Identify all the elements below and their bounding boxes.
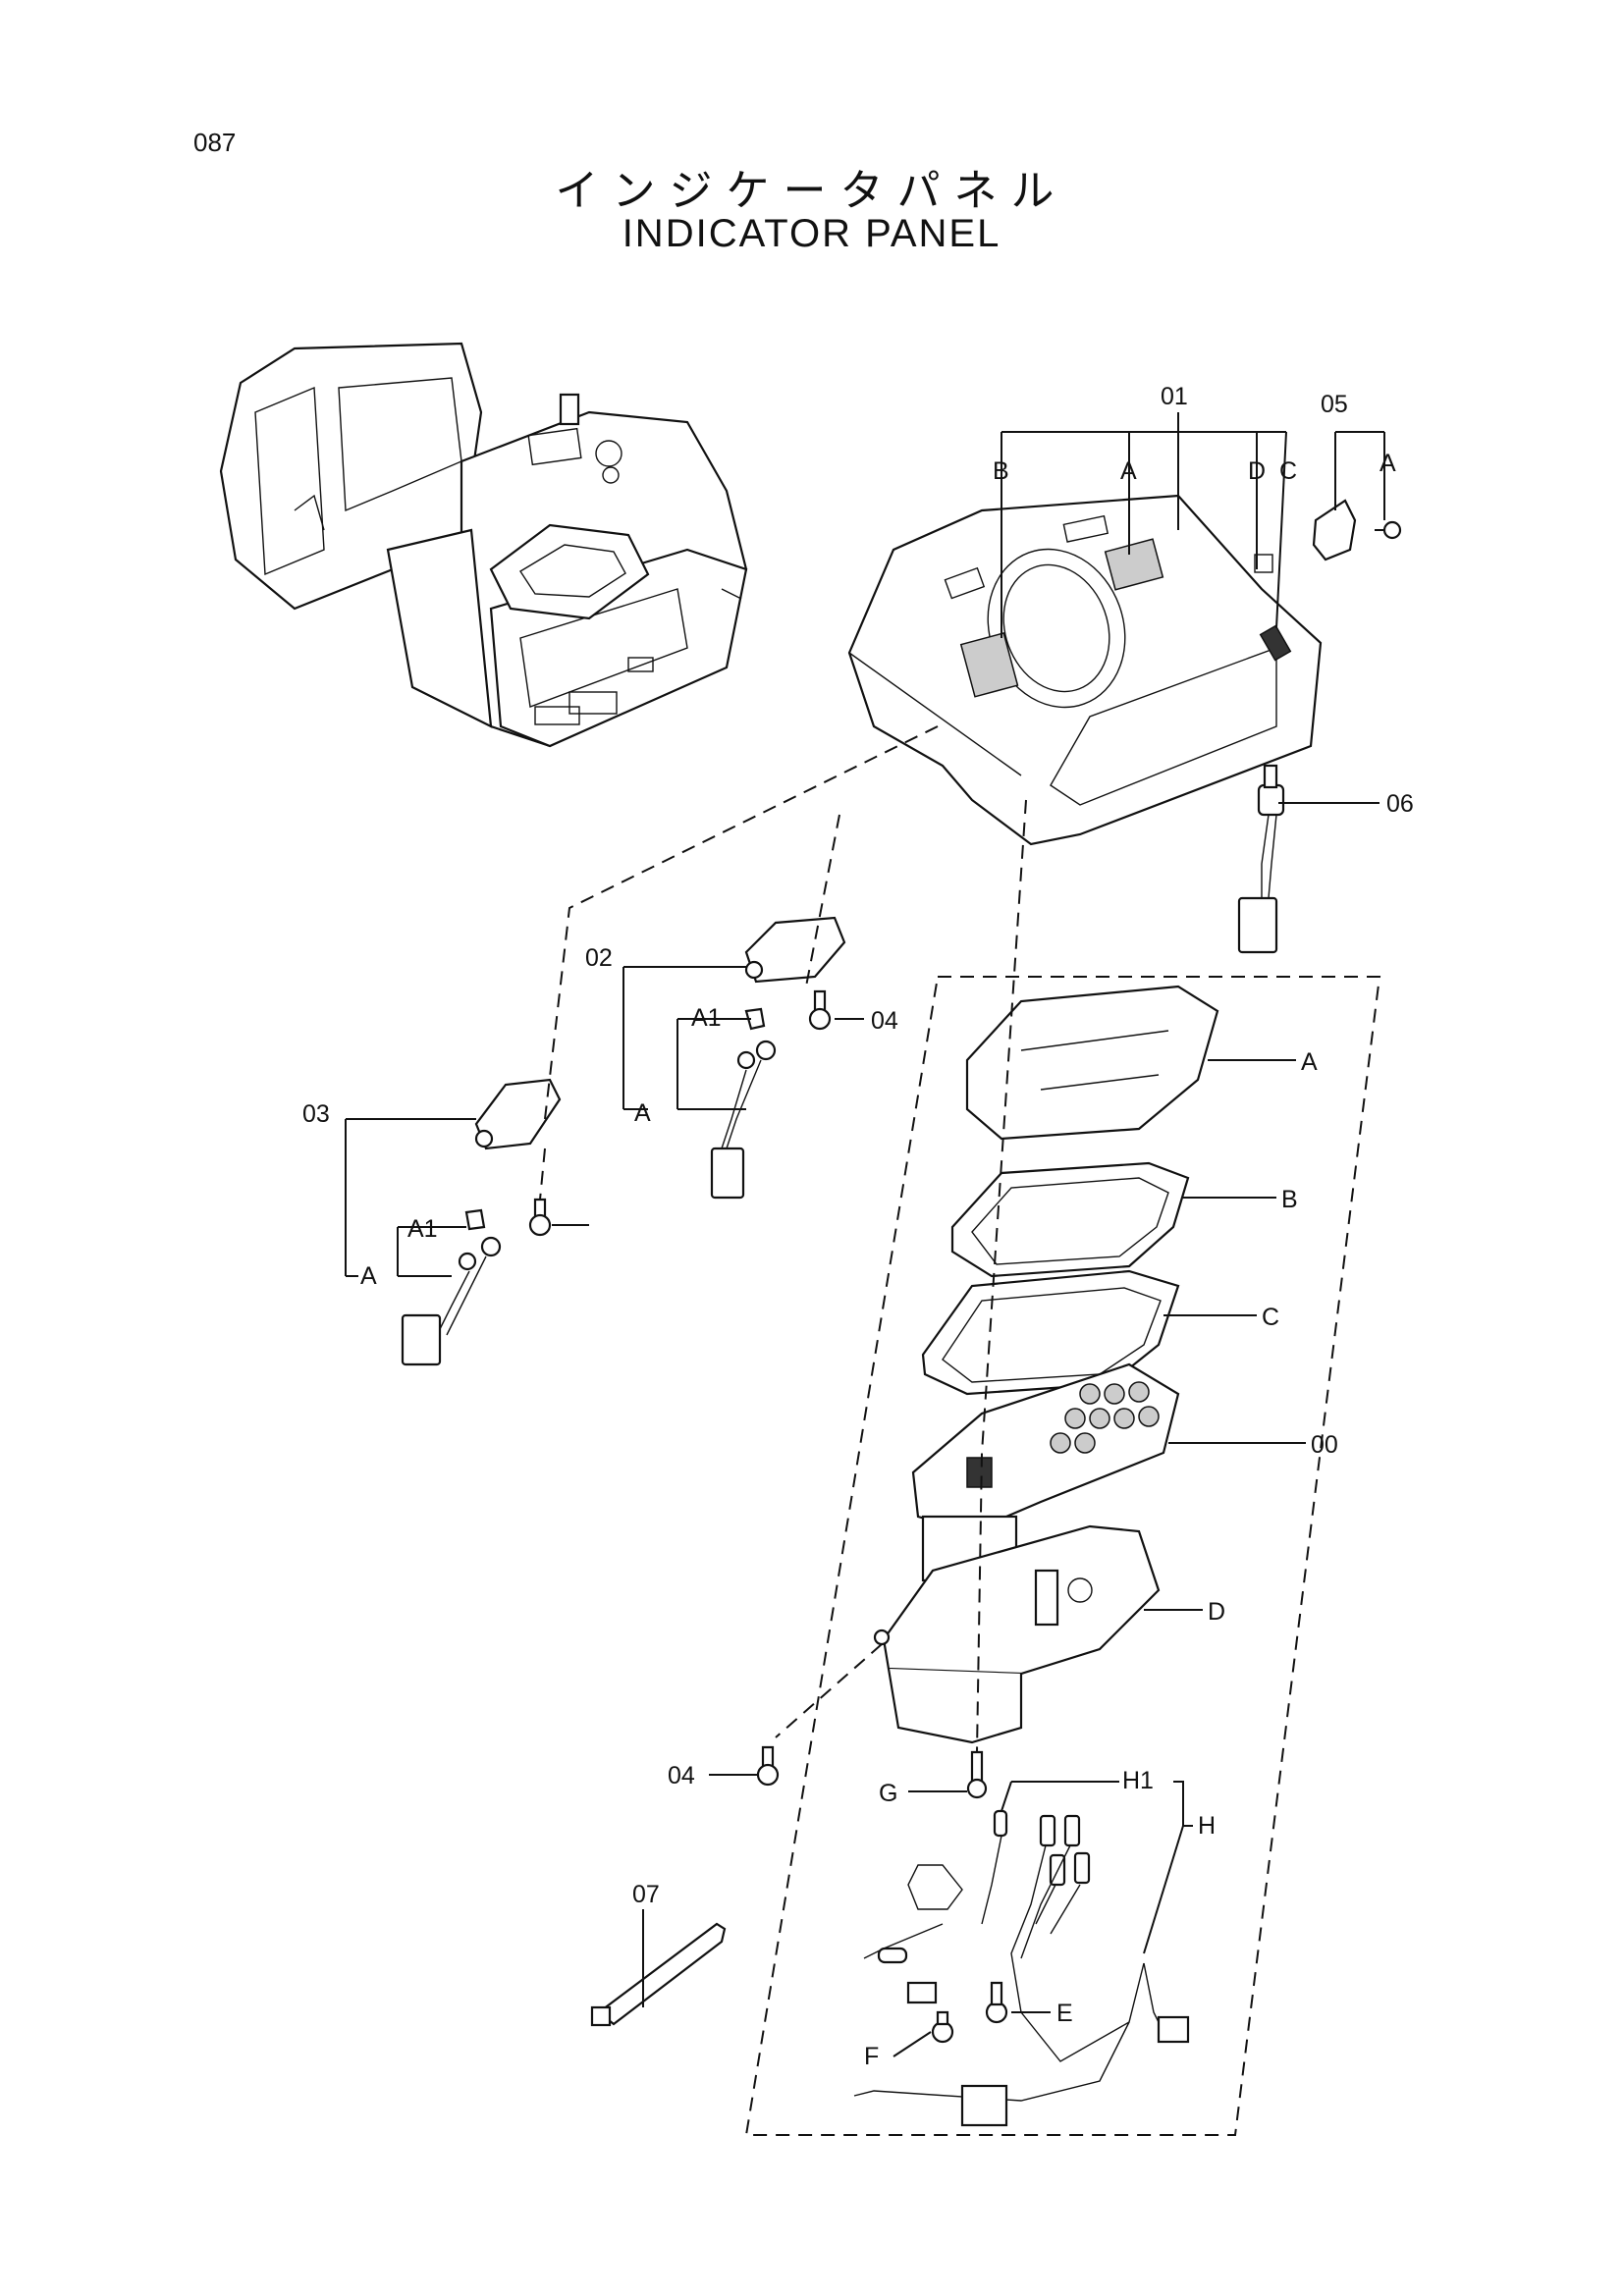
screw-e <box>985 1981 1008 2024</box>
callout-01-b: B <box>993 457 1009 485</box>
callout-05-a: A <box>1380 450 1396 477</box>
leader-lines <box>345 412 1385 2057</box>
reference-lines <box>539 725 1027 1753</box>
callout-04-lower: 04 <box>668 1762 695 1789</box>
screw-04-middle <box>528 1198 552 1237</box>
callout-06: 06 <box>1386 790 1414 818</box>
callout-00-b: B <box>1281 1186 1298 1213</box>
part-00-harness <box>853 1809 1190 2127</box>
callout-00-g: G <box>879 1780 897 1807</box>
callout-00-f: F <box>864 2043 879 2070</box>
callout-01-c: C <box>1279 457 1297 485</box>
screw-04-upper <box>808 989 832 1031</box>
callout-03: 03 <box>302 1100 330 1128</box>
callout-03-a: A <box>360 1262 377 1290</box>
callout-00-a: A <box>1301 1048 1318 1076</box>
callout-02-a: A <box>634 1099 651 1127</box>
part-00-seal <box>921 1269 1180 1396</box>
part-03-switch <box>401 1078 562 1366</box>
callout-00: 00 <box>1311 1431 1338 1459</box>
callout-00-h: H <box>1198 1812 1216 1840</box>
part-00-case <box>873 1524 1161 1744</box>
excavator-illustration <box>219 342 748 748</box>
callout-02: 02 <box>585 944 613 972</box>
part-06-switch <box>1237 764 1285 954</box>
callout-01-a: A <box>1120 457 1137 485</box>
assembly-00-boundary <box>744 976 1381 2136</box>
callout-03-a1: A1 <box>407 1215 438 1243</box>
callout-01: 01 <box>1161 383 1188 410</box>
part-02-switch <box>710 916 846 1200</box>
title-japanese: インジケータパネル <box>555 166 1068 216</box>
callout-00-d: D <box>1208 1598 1225 1626</box>
part-05-knob <box>1312 499 1402 561</box>
callout-labels: 01 B A D C 05 A 06 02 A1 A 04 03 A1 A A … <box>302 383 1414 2070</box>
part-00-lens <box>965 985 1219 1141</box>
part-00-gasket <box>950 1161 1190 1278</box>
part-07-cable-tie <box>590 1922 727 2027</box>
callout-07: 07 <box>632 1881 660 1908</box>
callout-00-h1: H1 <box>1122 1767 1154 1794</box>
callout-00-e: E <box>1056 2000 1073 2027</box>
callout-00-c: C <box>1262 1304 1279 1331</box>
screw-g <box>966 1750 988 1799</box>
callout-05: 05 <box>1321 391 1348 418</box>
callout-02-a1: A1 <box>691 1004 722 1032</box>
screw-f <box>931 2010 954 2044</box>
screw-04-lower <box>756 1745 780 1787</box>
title-english: INDICATOR PANEL <box>622 212 1001 255</box>
callout-01-d: D <box>1248 457 1266 485</box>
page-number: 087 <box>193 128 237 157</box>
callout-04-upper: 04 <box>871 1007 898 1035</box>
part-01-panel-housing <box>847 494 1323 846</box>
